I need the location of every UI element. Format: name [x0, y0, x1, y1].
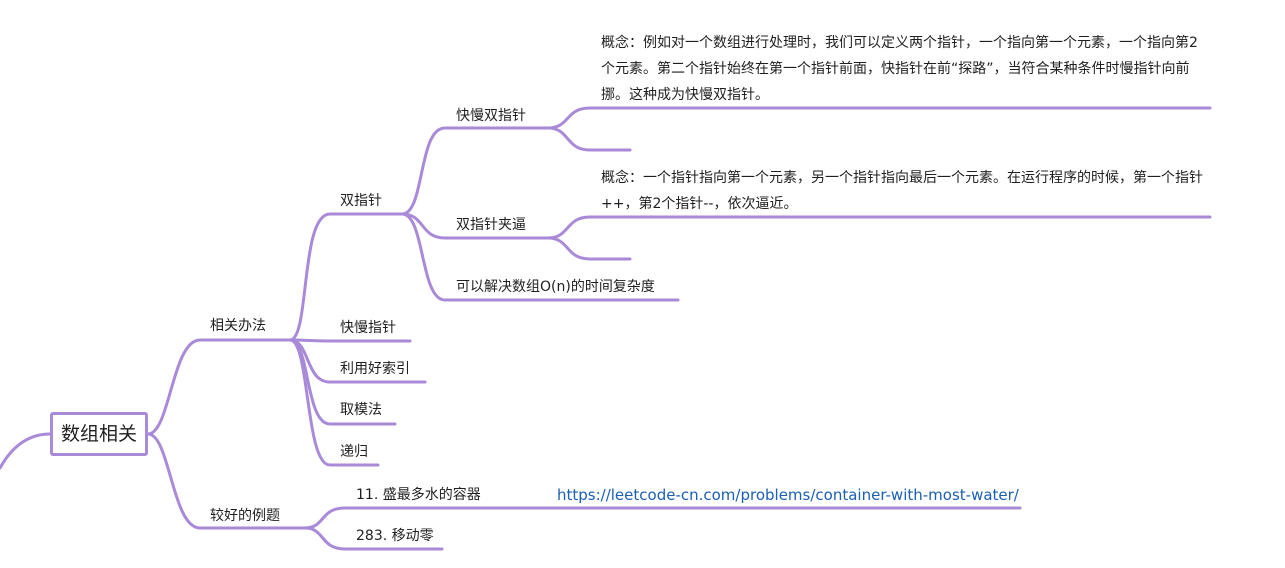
- connector-fastslow-concept: [546, 106, 1212, 130]
- connector-twopointers-fastslow: [400, 126, 550, 216]
- node-example-container-water[interactable]: 11. 盛最多水的容器: [356, 487, 481, 503]
- connector-methods-recursion: [288, 338, 380, 467]
- node-complexity[interactable]: 可以解决数组O(n)的时间复杂度: [456, 279, 655, 295]
- connector-root-methods: [146, 338, 292, 436]
- node-pinch-concept[interactable]: 概念：一个指针指向第一个元素，另一个指针指向最后一个元素。在运行程序的时候，第一…: [601, 170, 1203, 212]
- node-methods[interactable]: 相关办法: [210, 318, 266, 334]
- connector-twopointers-pinch: [400, 212, 550, 240]
- node-fast-slow-concept[interactable]: 概念：例如对一个数组进行处理时，我们可以定义两个指针，一个指向第一个元素，一个指…: [601, 35, 1198, 103]
- connector-pinch-empty: [546, 236, 632, 261]
- node-fast-slow-double-pointer[interactable]: 快慢双指针: [456, 108, 526, 124]
- root-node[interactable]: 数组相关: [50, 412, 148, 456]
- node-example-move-zeroes[interactable]: 283. 移动零: [356, 528, 434, 544]
- connector-pinch-concept: [546, 215, 1212, 240]
- connector-root-examples: [146, 432, 307, 530]
- node-pinch-pointer[interactable]: 双指针夹逼: [456, 217, 526, 233]
- node-modulo[interactable]: 取模法: [340, 402, 382, 418]
- root-incoming-connector: [0, 432, 52, 470]
- connector-examples-item1: [303, 506, 1022, 530]
- node-examples[interactable]: 较好的例题: [210, 508, 280, 524]
- connector-examples-item2: [303, 526, 444, 551]
- connector-fastslow-empty: [546, 126, 632, 152]
- connector-methods-twopointers: [288, 212, 404, 342]
- node-fast-slow-pointer[interactable]: 快慢指针: [340, 320, 396, 336]
- container-water-link[interactable]: https://leetcode-cn.com/problems/contain…: [557, 486, 1019, 504]
- node-two-pointers[interactable]: 双指针: [340, 193, 382, 209]
- connector-methods-fastslow: [288, 338, 412, 343]
- connector-twopointers-complexity: [400, 212, 680, 302]
- node-recursion[interactable]: 递归: [340, 444, 368, 460]
- node-use-index[interactable]: 利用好索引: [340, 361, 410, 377]
